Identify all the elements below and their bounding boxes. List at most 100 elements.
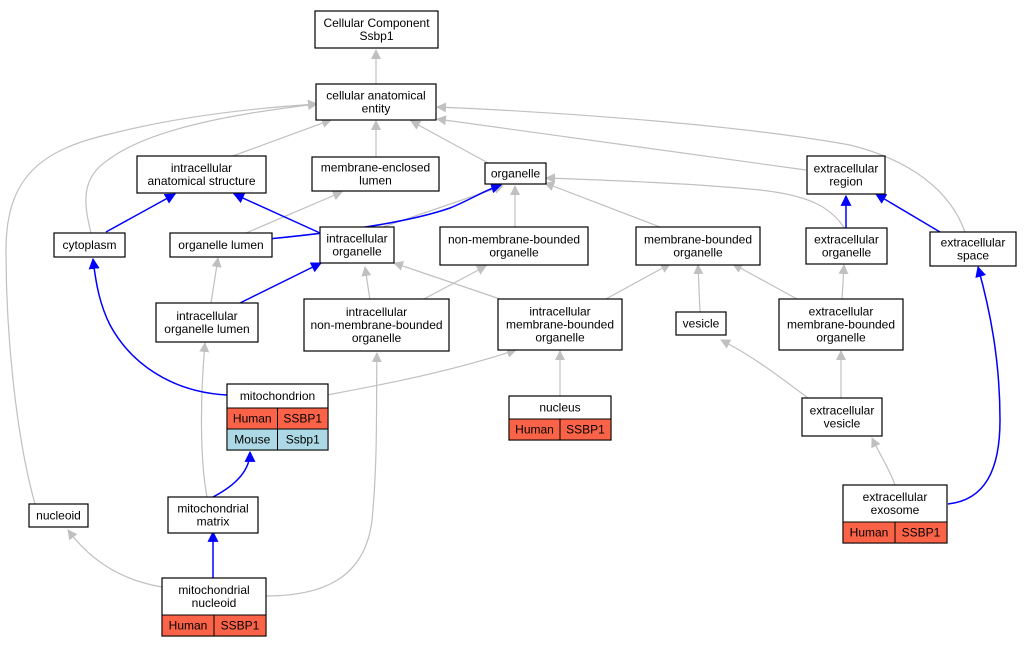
gene-cell	[894, 521, 948, 544]
node-label-line: organelle	[822, 246, 872, 260]
edge-ecs-cae	[436, 102, 966, 233]
edge-ico-ias	[232, 193, 321, 234]
gene-label: Ssbp1	[286, 433, 320, 447]
node-org[interactable]: organelle	[484, 162, 547, 185]
node-label-line: organelle lumen	[178, 238, 263, 252]
node-label-line: cytoplasm	[62, 238, 116, 252]
node-label-line: organelle	[535, 331, 585, 345]
edge-mnuc-inmbo	[265, 352, 382, 597]
gene-label: SSBP1	[221, 619, 260, 633]
edge-eco-org	[545, 173, 846, 230]
gene-label: SSBP1	[566, 423, 605, 437]
node-label-line: extracellular	[809, 305, 874, 319]
edge-iol-ico	[239, 262, 322, 304]
node-label-line: intracellular	[176, 309, 237, 323]
node-label-line: Cellular Component	[323, 16, 430, 30]
gene-cell	[559, 418, 612, 441]
edge-mito-cyt	[88, 257, 228, 396]
node-box	[169, 232, 273, 258]
node-label-line: vesicle	[683, 317, 720, 331]
node-label-line: Ssbp1	[359, 29, 393, 43]
node-label-line: membrane-enclosed	[321, 161, 430, 175]
species-label: Human	[515, 423, 554, 437]
edge-embo-eco	[838, 264, 849, 300]
node-label-line: extracellular	[863, 490, 928, 504]
node-box	[497, 298, 623, 351]
node-box	[929, 231, 1017, 267]
node-label-line: organelle	[673, 246, 723, 260]
node-nucleoid[interactable]: nucleoid	[28, 503, 89, 528]
gene-cell	[277, 428, 329, 451]
edge-mbo-org	[544, 181, 661, 228]
node-label-line: extracellular	[941, 236, 1006, 250]
node-inmbo[interactable]: intracellularnon-membrane-boundedorganel…	[303, 298, 450, 352]
node-label-line: mitochondrial	[177, 502, 248, 516]
node-label-line: extracellular	[814, 233, 879, 247]
node-label-line: membrane-bounded	[787, 318, 895, 332]
node-olu[interactable]: organelle lumen	[169, 232, 273, 258]
node-label-line: anatomical structure	[147, 174, 255, 188]
edge-ecv-ves	[720, 339, 809, 399]
edge-ves-mbo	[693, 264, 704, 313]
node-box	[439, 226, 589, 266]
node-label-line: mitochondrial	[178, 583, 249, 597]
edge-imbo-mbo	[603, 263, 671, 301]
node-cyt[interactable]: cytoplasm	[53, 232, 126, 258]
node-label-line: mitochondrion	[240, 389, 315, 403]
edge-mito-imbo	[326, 348, 517, 396]
edge-inmbo-ico	[361, 266, 372, 301]
node-ves[interactable]: vesicle	[675, 311, 727, 336]
node-label-line: exosome	[871, 503, 920, 517]
node-label-line: organelle	[816, 331, 866, 345]
node-label-line: cellular anatomical	[326, 89, 425, 103]
node-box	[319, 226, 395, 264]
node-label-line: organelle	[491, 167, 541, 181]
species-label: Human	[233, 412, 272, 426]
node-label-line: space	[957, 249, 989, 263]
node-label-line: organelle lumen	[164, 322, 249, 336]
edge-mmat-mito	[212, 450, 256, 498]
node-label-line: intracellular	[529, 305, 590, 319]
edge-ecs-ecr	[875, 193, 941, 233]
node-label-line: non-membrane-bounded	[448, 233, 580, 247]
node-label-line: intracellular	[346, 305, 407, 319]
edge-cyt-ias	[105, 193, 176, 233]
node-label-line: entity	[362, 102, 391, 116]
node-box	[136, 155, 267, 194]
node-label-line: intracellular	[171, 161, 232, 175]
node-box	[806, 155, 886, 195]
node-label-line: membrane-bounded	[644, 233, 752, 247]
node-box	[675, 311, 727, 336]
node-label-line: vesicle	[824, 417, 861, 431]
node-box	[311, 156, 440, 192]
gene-cell	[213, 614, 267, 637]
node-label-line: nucleoid	[36, 509, 81, 523]
node-box	[635, 226, 761, 266]
node-label-line: lumen	[359, 174, 392, 188]
node-label-line: membrane-bounded	[506, 318, 614, 332]
node-label-line: non-membrane-bounded	[310, 318, 442, 332]
node-label-line: matrix	[197, 515, 230, 529]
node-label-line: extracellular	[810, 404, 875, 418]
edge-embo-mbo	[732, 263, 798, 300]
